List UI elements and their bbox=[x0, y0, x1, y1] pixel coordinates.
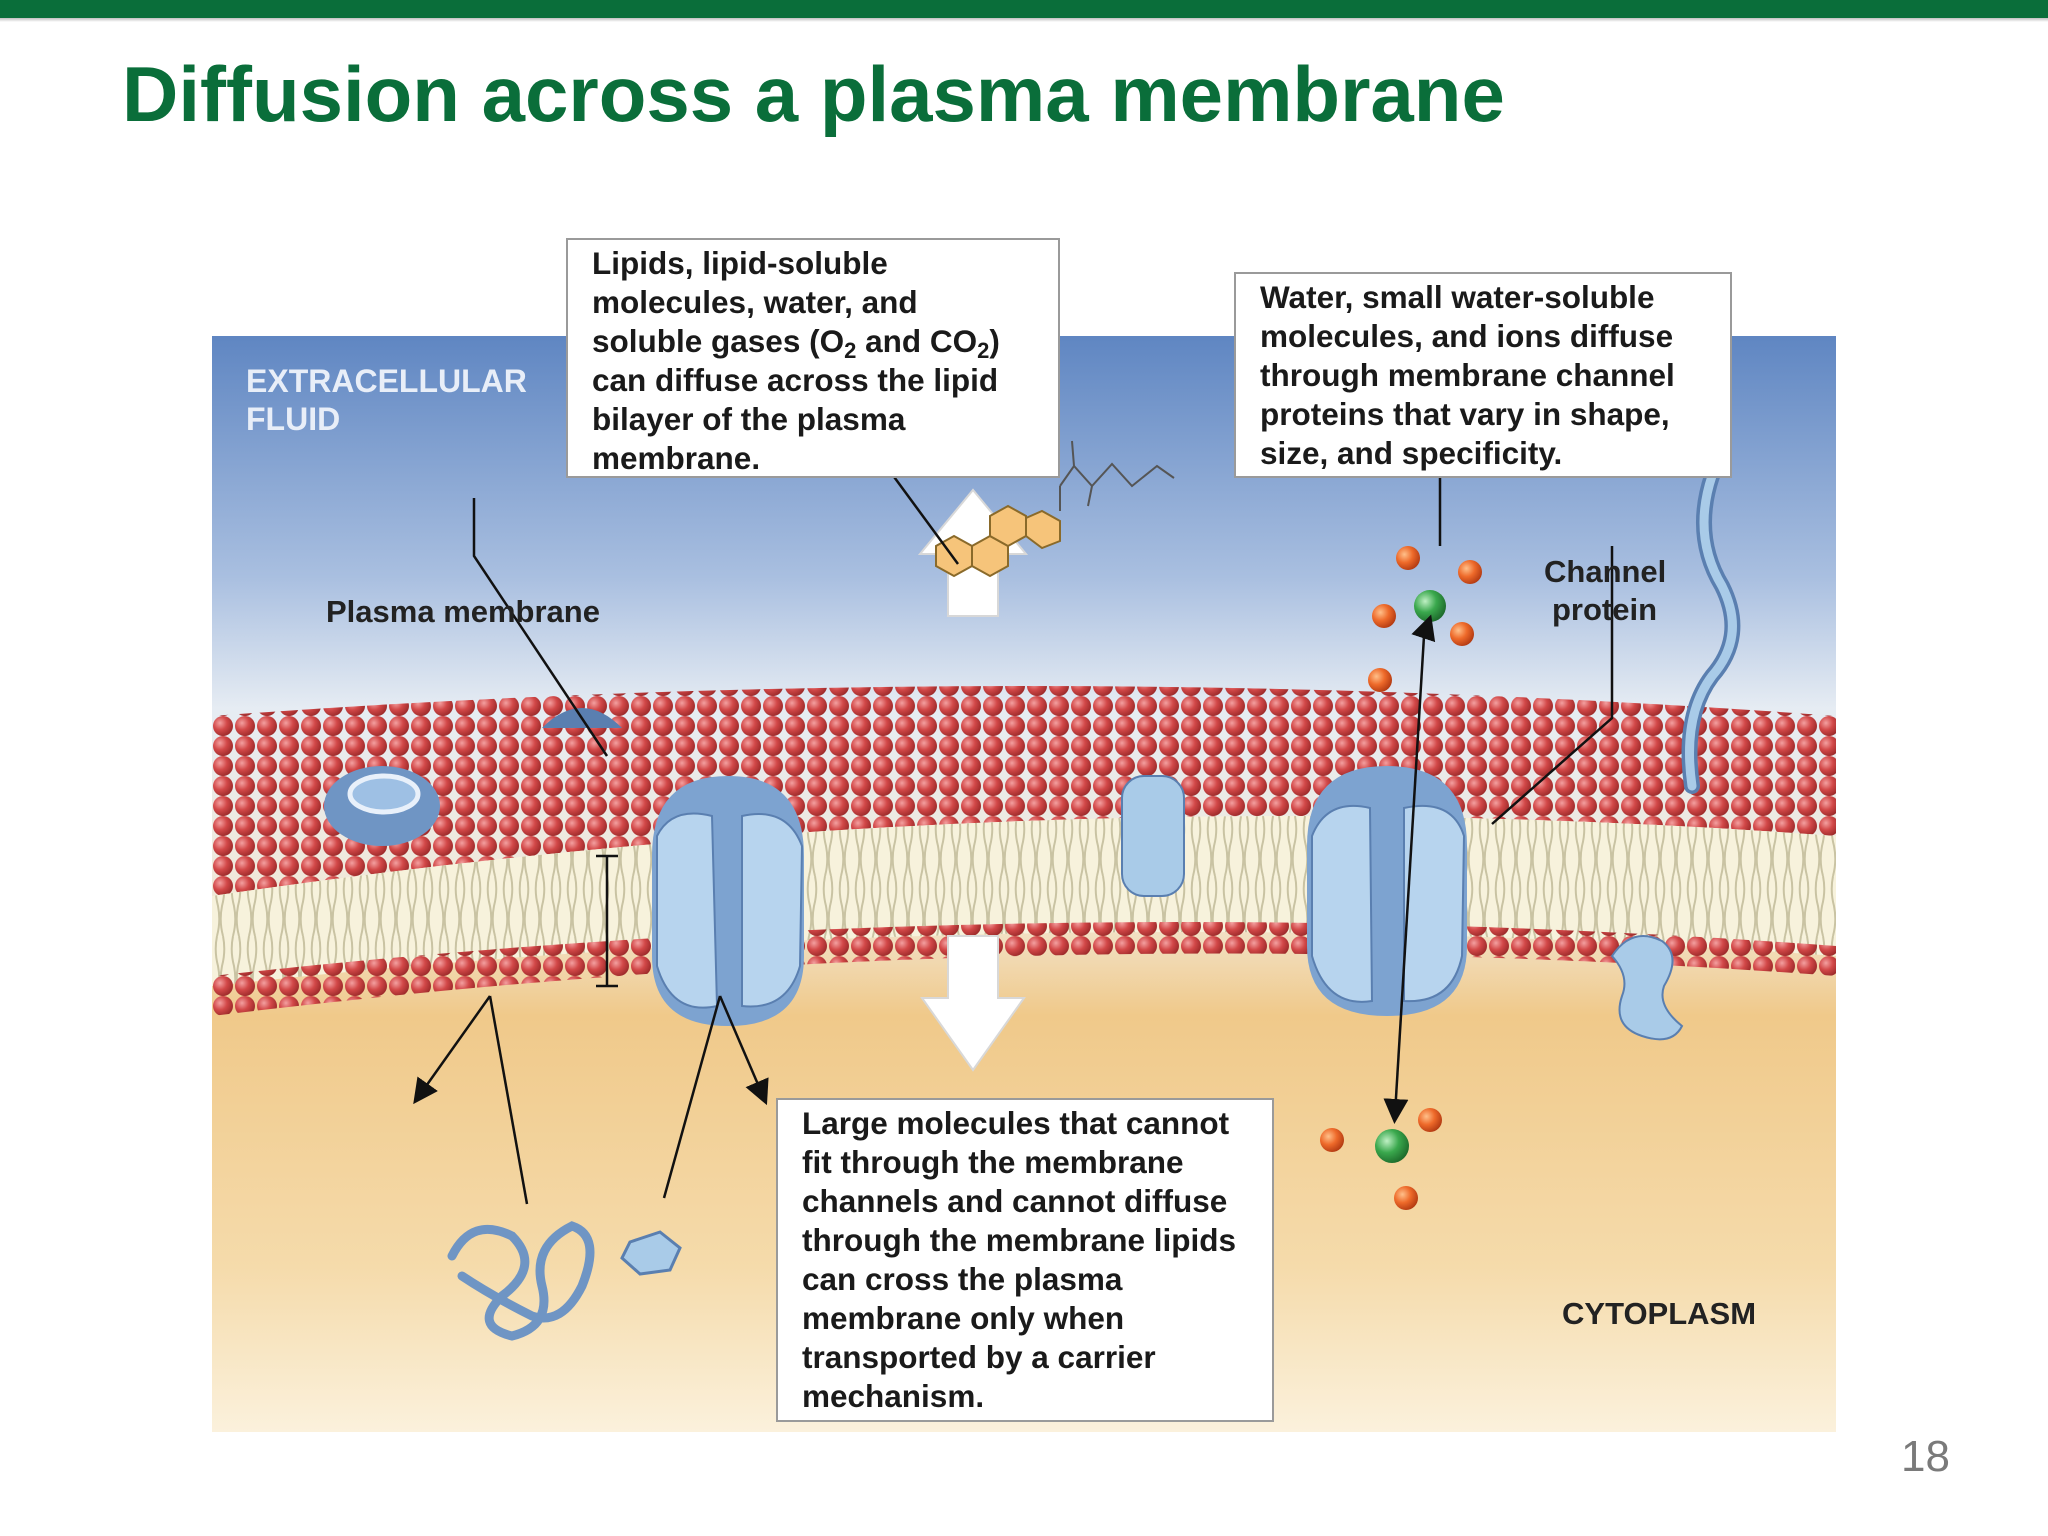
lipid-diffusion-callout: Lipids, lipid-soluble molecules, water, … bbox=[566, 238, 1060, 478]
ion bbox=[1375, 1129, 1409, 1163]
callout-line: transported by a carrier bbox=[802, 1339, 1156, 1375]
water-molecule bbox=[1458, 560, 1482, 584]
callout-line: size, and specificity. bbox=[1260, 435, 1563, 471]
ions-cytoplasm bbox=[1320, 1108, 1442, 1210]
channel-protein-label-1: Channel bbox=[1544, 554, 1667, 589]
extracellular-label-2: FLUID bbox=[246, 401, 341, 437]
water-molecule bbox=[1372, 604, 1396, 628]
protein-molecule bbox=[447, 1221, 595, 1341]
callout-line: membrane only when bbox=[802, 1300, 1125, 1336]
large-polar-molecule bbox=[620, 1230, 682, 1276]
callout-line: molecules, water, and bbox=[592, 284, 918, 320]
ion bbox=[1414, 590, 1446, 622]
water-molecule bbox=[1320, 1128, 1344, 1152]
carrier-protein bbox=[652, 776, 804, 1026]
steroid-molecule bbox=[935, 504, 1061, 578]
cytoplasm-label: CYTOPLASM bbox=[1562, 1296, 1757, 1331]
callout-line: channels and cannot diffuse bbox=[802, 1183, 1228, 1219]
page-number: 18 bbox=[1901, 1432, 1950, 1481]
plasma-membrane-leader bbox=[472, 498, 609, 757]
integral-protein-small bbox=[1121, 775, 1185, 897]
channel-protein-leader bbox=[1491, 546, 1614, 825]
callout-line: membrane. bbox=[592, 440, 761, 476]
carrier-arrow-left bbox=[413, 995, 492, 1105]
ions-extracellular bbox=[1368, 546, 1482, 692]
ion-diffusion-arrow bbox=[1383, 635, 1426, 1124]
callout-line: mechanism. bbox=[802, 1378, 985, 1414]
carrier-leader-polar bbox=[662, 995, 722, 1199]
callout-line: fit through the membrane bbox=[802, 1144, 1184, 1180]
water-molecule bbox=[1450, 622, 1474, 646]
callout-line: through the membrane lipids bbox=[802, 1222, 1237, 1258]
diffusion-arrow-down bbox=[920, 935, 1026, 1072]
header-bar bbox=[0, 0, 2048, 18]
extracellular-label-1: EXTRACELLULAR bbox=[246, 363, 527, 399]
membrane-outer-leaflet bbox=[212, 686, 1836, 896]
water-molecule bbox=[1396, 546, 1420, 570]
callout-line: proteins that vary in shape, bbox=[1260, 396, 1670, 432]
plasma-membrane-label: Plasma membrane bbox=[326, 594, 600, 629]
slide-title: Diffusion across a plasma membrane bbox=[122, 50, 1505, 138]
carrier-transport-callout: Large molecules that cannot fit through … bbox=[776, 1098, 1274, 1422]
carrier-arrow-right bbox=[718, 995, 769, 1106]
water-molecule bbox=[1394, 1186, 1418, 1210]
carrier-leader-protein bbox=[488, 995, 529, 1205]
channel-protein-label-2: protein bbox=[1552, 592, 1658, 627]
header-bar-shadow bbox=[0, 18, 2048, 22]
callout-line: can cross the plasma bbox=[802, 1261, 1123, 1297]
callout-line: Large molecules that cannot bbox=[802, 1105, 1230, 1141]
peripheral-protein bbox=[1610, 935, 1684, 1041]
callout-line: Water, small water-soluble bbox=[1260, 279, 1655, 315]
callout-line: Lipids, lipid-soluble bbox=[592, 245, 888, 281]
callout-line: through membrane channel bbox=[1260, 357, 1675, 393]
channel-diffusion-callout: Water, small water-soluble molecules, an… bbox=[1234, 272, 1732, 478]
callout-line: can diffuse across the lipid bbox=[592, 362, 999, 398]
callout-line: soluble gases (O2 and CO2) bbox=[592, 323, 1000, 363]
membrane-thickness-bracket bbox=[596, 854, 618, 988]
water-molecule bbox=[1368, 668, 1392, 692]
callout-line: bilayer of the plasma bbox=[592, 401, 906, 437]
callout-line: molecules, and ions diffuse bbox=[1260, 318, 1674, 354]
channel-protein bbox=[1307, 766, 1467, 1016]
membrane-illustration bbox=[212, 336, 1836, 1432]
water-molecule bbox=[1418, 1108, 1442, 1132]
membrane-diagram: EXTRACELLULAR FLUID Plasma membrane Chan… bbox=[212, 336, 1836, 1432]
